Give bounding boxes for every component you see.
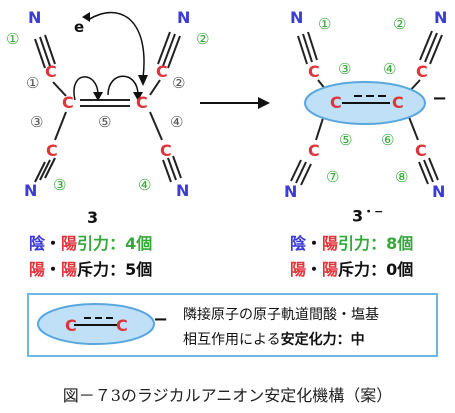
left-num-1-green: ① — [6, 30, 20, 48]
r-atom-c-low-left: C — [308, 141, 320, 160]
left-repel-value: ：5個 — [109, 260, 153, 279]
r-atom-c-center-right: C — [392, 93, 404, 112]
right-molecule-bonds — [290, 30, 443, 186]
right-repel-dot: ・ — [306, 260, 323, 279]
left-attraction-stat: 陰・陽引力：4個 — [29, 236, 152, 252]
right-num-3: ③ — [338, 60, 352, 78]
right-num-6: ⑥ — [381, 131, 395, 149]
atom-c-left-center: C — [62, 93, 74, 112]
legend-bond — [74, 317, 118, 326]
atom-c-left-1: C — [45, 62, 57, 81]
right-attract-dot: ・ — [306, 234, 323, 253]
right-attraction-stat: 陰・陽引力：8個 — [290, 236, 413, 252]
left-num-4-green: ④ — [138, 176, 152, 194]
left-num-3-gray: ③ — [30, 113, 44, 131]
left-attract-word: 引力 — [77, 234, 110, 253]
right-num-1: ① — [318, 15, 332, 33]
right-num-4: ④ — [383, 60, 397, 78]
r-atom-n-top-left: N — [290, 8, 304, 27]
left-num-2-green: ② — [196, 30, 210, 48]
right-repel-cation-b: 陽 — [322, 260, 339, 279]
atom-n-bottom-right: N — [176, 181, 190, 200]
atom-n-top-left: N — [28, 8, 42, 27]
electron-arrows — [73, 11, 145, 101]
left-repel-dot: ・ — [45, 260, 62, 279]
atom-c-left-low: C — [46, 141, 58, 160]
r-atom-c-low-right: C — [415, 141, 427, 160]
right-attract-value: ：8個 — [370, 234, 414, 253]
right-num-7: ⑦ — [326, 168, 340, 186]
compound-label-right-number: 3 — [352, 206, 364, 226]
left-num-3-green: ③ — [53, 176, 67, 194]
right-repel-value: ：0個 — [370, 260, 414, 279]
right-num-5: ⑤ — [339, 131, 353, 149]
atom-n-bottom-left: N — [24, 181, 38, 200]
right-attract-cation: 陽 — [322, 234, 339, 253]
left-molecule-bonds — [34, 31, 182, 183]
atom-c-right-center: C — [136, 93, 148, 112]
r-atom-c-top-left: C — [308, 62, 320, 81]
left-attract-dot: ・ — [45, 234, 62, 253]
right-num-8: ⑧ — [395, 168, 409, 186]
atom-n-top-right: N — [177, 8, 191, 27]
right-repulsion-stat: 陽・陽斥力：0個 — [290, 262, 413, 278]
left-repulsion-stat: 陽・陽斥力：5個 — [29, 262, 152, 278]
left-attract-anion: 陰 — [29, 234, 46, 253]
radical-anion-charge: − — [432, 88, 448, 109]
right-attract-anion: 陰 — [290, 234, 307, 253]
legend-line-2-bold: 安定化力：中 — [280, 332, 365, 348]
left-num-4-gray: ④ — [170, 113, 184, 131]
left-num-5-gray: ⑤ — [98, 113, 112, 131]
arrow-heads — [82, 12, 148, 101]
legend-line-2: 相互作用による安定化力：中 — [183, 329, 365, 349]
right-center-bond — [342, 95, 390, 104]
reaction-arrow — [200, 97, 270, 109]
figure-caption: 図－７3のラジカルアニオン安定化機構（案） — [62, 386, 393, 405]
left-num-1-gray: ① — [26, 74, 40, 92]
right-num-2: ② — [393, 15, 407, 33]
legend-atom-c-left: C — [65, 316, 77, 335]
compound-label-left: 3 — [87, 208, 99, 227]
compound-label-right-sup: ・− — [363, 205, 384, 218]
r-atom-n-bottom-right: N — [432, 182, 446, 201]
left-repel-cation-a: 陽 — [29, 260, 46, 279]
r-atom-c-top-right: C — [416, 62, 428, 81]
r-atom-n-bottom-left: N — [284, 182, 298, 201]
legend-atom-c-right: C — [116, 316, 128, 335]
atom-c-right-1: C — [156, 62, 168, 81]
r-atom-c-center-left: C — [330, 93, 342, 112]
left-num-2-gray: ② — [172, 74, 186, 92]
legend-box — [27, 293, 438, 357]
atom-c-right-low: C — [160, 141, 172, 160]
legend-line-1: 隣接原子の原子軌道間酸・塩基 — [183, 307, 379, 323]
left-attract-value: ：4個 — [109, 234, 153, 253]
left-repel-cation-b: 陽 — [61, 260, 78, 279]
legend-line-2-prefix: 相互作用による — [183, 332, 281, 348]
r-atom-n-top-right: N — [434, 8, 448, 27]
right-repel-cation-a: 陽 — [290, 260, 307, 279]
electron-label: e — [74, 18, 85, 36]
left-repel-word: 斥力 — [77, 260, 110, 279]
left-attract-cation: 陽 — [61, 234, 78, 253]
compound-label-right: 3・− — [352, 206, 383, 224]
right-attract-word: 引力 — [338, 234, 371, 253]
legend-charge: − — [153, 309, 169, 330]
right-repel-word: 斥力 — [338, 260, 371, 279]
